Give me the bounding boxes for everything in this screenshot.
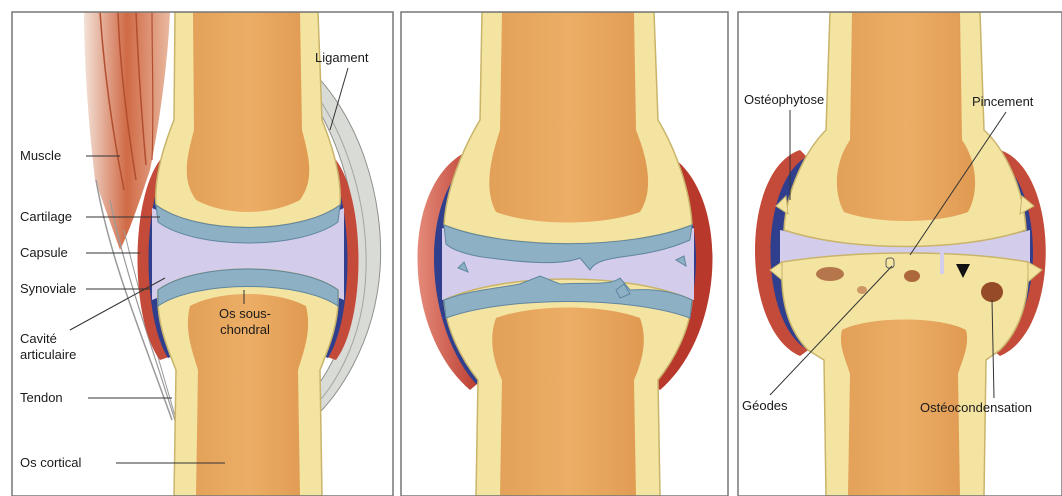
label-capsule: Capsule xyxy=(20,245,68,260)
label-os-sous-chondral-line1: Os sous- xyxy=(210,306,280,321)
label-ligament: Ligament xyxy=(315,50,368,65)
label-os-sous-chondral-line2: chondral xyxy=(210,322,280,337)
label-cavite-articulaire-line2: articulaire xyxy=(20,347,76,362)
label-os-cortical: Os cortical xyxy=(20,455,81,470)
label-cavite-articulaire-line1: Cavité xyxy=(20,331,57,346)
label-pincement: Pincement xyxy=(972,94,1033,109)
label-osteophytose: Ostéophytose xyxy=(744,92,824,107)
label-geodes: Géodes xyxy=(742,398,788,413)
label-tendon: Tendon xyxy=(20,390,63,405)
label-synoviale: Synoviale xyxy=(20,281,76,296)
label-osteocondensation: Ostéocondensation xyxy=(920,400,1032,415)
label-muscle: Muscle xyxy=(20,148,61,163)
panel-advanced-arthritis xyxy=(738,12,1062,496)
panel-early-arthritis xyxy=(401,12,728,496)
panel-healthy-joint xyxy=(12,12,393,496)
label-cartilage: Cartilage xyxy=(20,209,72,224)
